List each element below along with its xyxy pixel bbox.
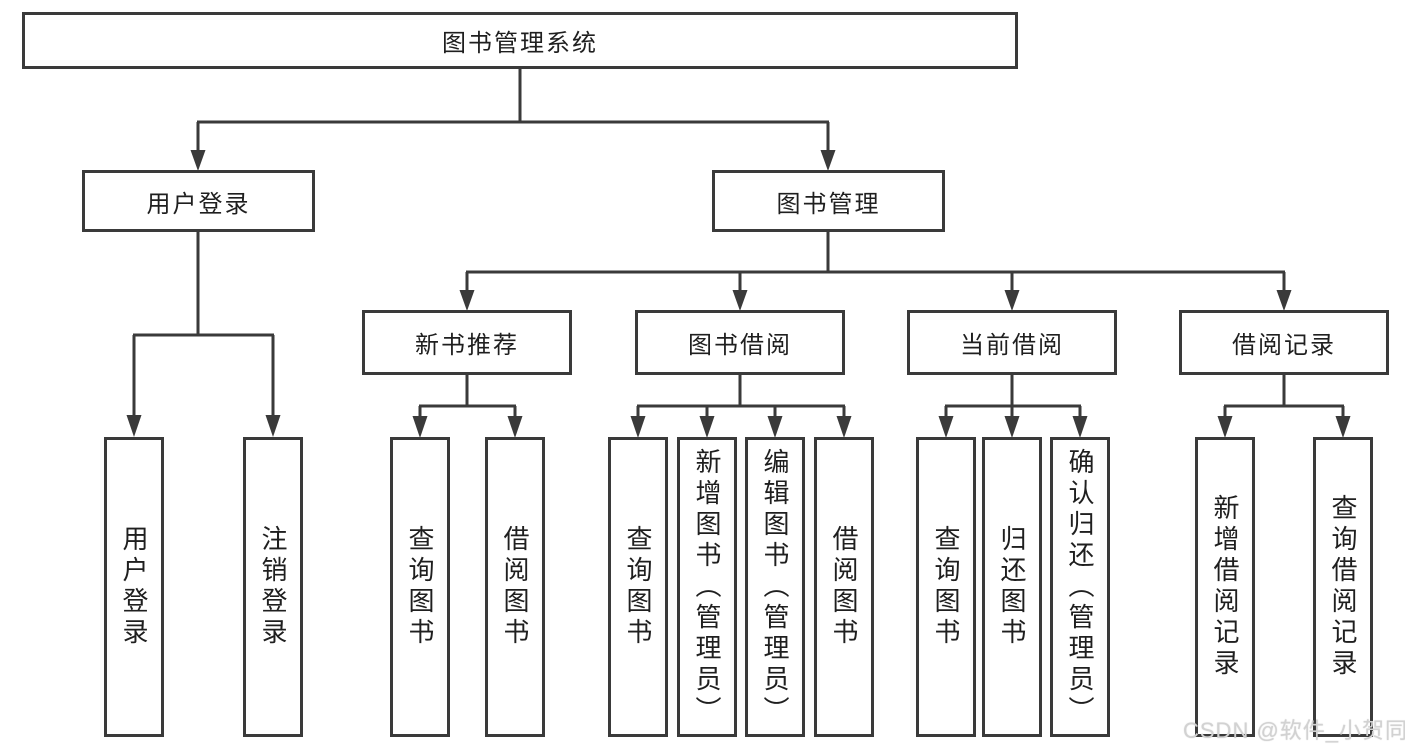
node-label: 图书管理 [776,190,881,218]
node-new-book-recommend: 新书推荐 [362,310,572,375]
leaf-current-query-books: 查询图书 [916,437,976,737]
node-label: 新增图书（管理员） [692,447,722,727]
node-label: 用户登录 [119,525,149,649]
node-root: 图书管理系统 [22,12,1018,69]
node-label: 查询图书 [405,525,435,649]
node-label: 借阅图书 [500,525,530,649]
node-label: 当前借阅 [960,332,1064,359]
node-current-borrow: 当前借阅 [907,310,1117,375]
node-label: 编辑图书（管理员） [760,447,790,727]
connector-book-management-to-level3 [459,231,1292,311]
connector-root-to-level2 [190,68,836,171]
leaf-recommend-query-books: 查询图书 [390,437,450,737]
node-label: 新增借阅记录 [1210,494,1240,680]
connector-new-book-to-leaves [412,374,523,438]
leaf-return-books: 归还图书 [982,437,1042,737]
node-label: 用户登录 [146,190,251,218]
node-label: 确认归还（管理员） [1065,447,1095,727]
connector-current-borrow-to-leaves [938,374,1088,438]
node-label: 借阅图书 [829,525,859,649]
node-label: 归还图书 [997,525,1027,649]
leaf-edit-books-admin: 编辑图书（管理员） [745,437,805,737]
node-user-login: 用户登录 [82,170,315,232]
leaf-borrow-books: 借阅图书 [814,437,874,737]
connector-user-login-to-leaves [126,231,281,437]
node-label: 图书管理系统 [442,30,598,57]
node-book-borrow: 图书借阅 [635,310,845,375]
node-label: 新书推荐 [415,332,519,359]
node-label: 借阅记录 [1232,332,1336,359]
node-label: 查询图书 [623,525,653,649]
leaf-logout: 注销登录 [243,437,303,737]
connector-borrow-records-to-leaves [1217,374,1351,438]
leaf-add-borrow-record: 新增借阅记录 [1195,437,1255,737]
connector-book-borrow-to-leaves [630,374,852,438]
leaf-confirm-return-admin: 确认归还（管理员） [1050,437,1110,737]
leaf-recommend-borrow-books: 借阅图书 [485,437,545,737]
node-label: 查询图书 [931,525,961,649]
leaf-borrow-query-books: 查询图书 [608,437,668,737]
leaf-add-books-admin: 新增图书（管理员） [677,437,737,737]
node-book-management: 图书管理 [712,170,945,232]
node-label: 图书借阅 [688,332,792,359]
node-label: 查询借阅记录 [1328,494,1358,680]
leaf-query-borrow-record: 查询借阅记录 [1313,437,1373,737]
csdn-watermark: CSDN @软件_小贺同学 [1183,718,1405,743]
leaf-user-login: 用户登录 [104,437,164,737]
node-label: 注销登录 [258,525,288,649]
node-borrow-records: 借阅记录 [1179,310,1389,375]
